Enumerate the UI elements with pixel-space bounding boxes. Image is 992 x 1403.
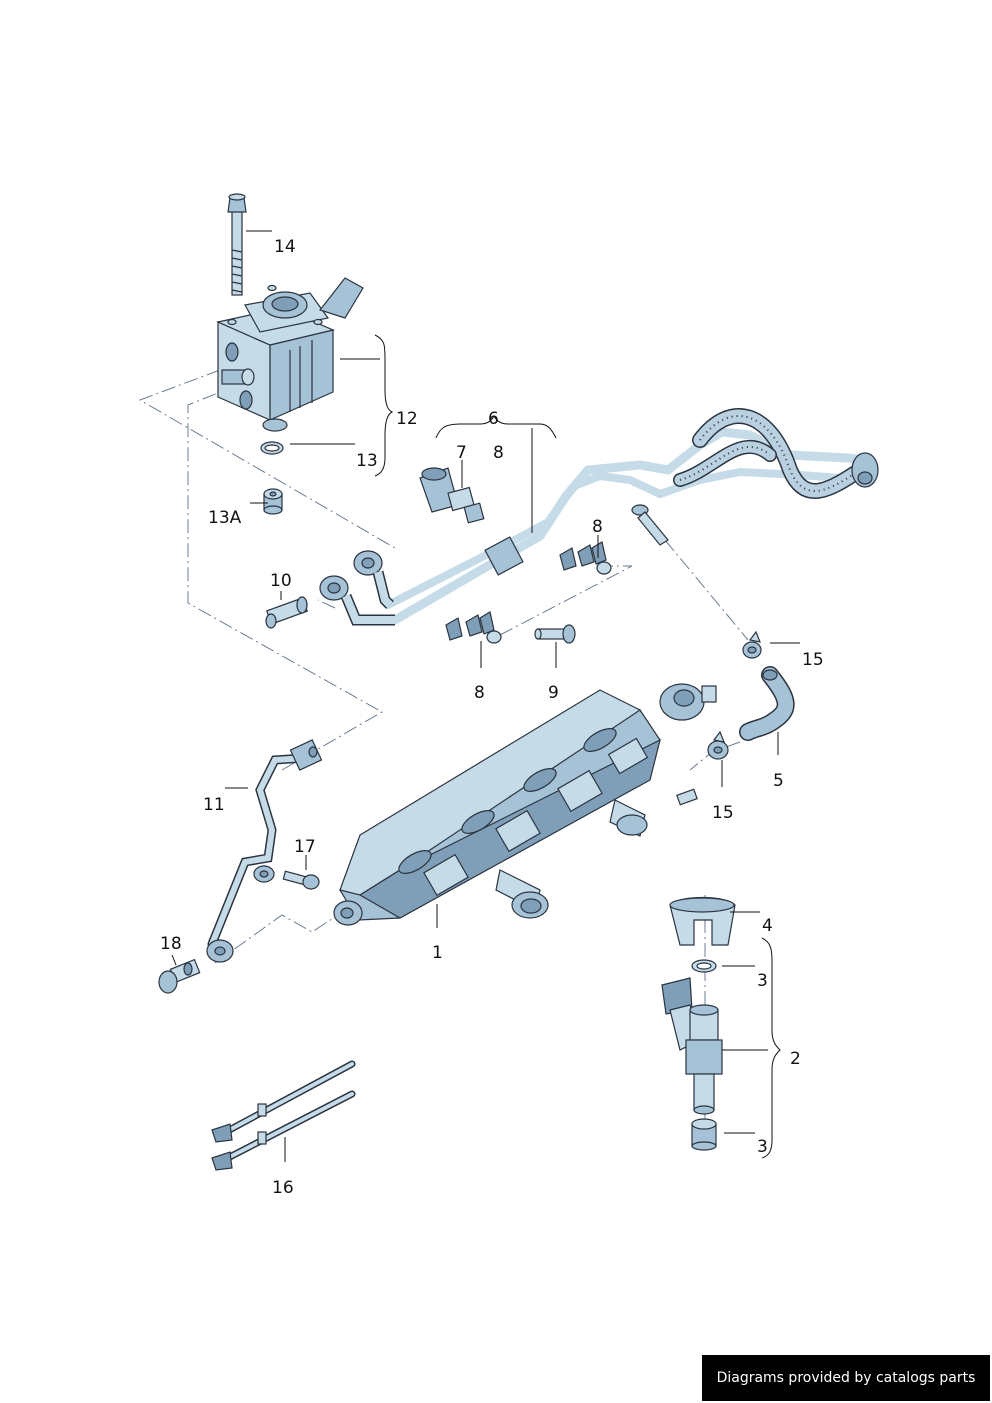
callout-18: 18 — [160, 934, 182, 954]
callout-8-top: 8 — [493, 443, 504, 463]
callout-7: 7 — [456, 443, 467, 463]
callout-8-right: 8 — [592, 517, 603, 537]
callout-13A: 13A — [208, 508, 242, 528]
callout-11: 11 — [203, 795, 225, 815]
callout-1: 1 — [432, 943, 443, 963]
callout-16: 16 — [272, 1178, 294, 1198]
callout-15-lower: 15 — [712, 803, 734, 823]
leader-lines — [171, 230, 800, 1162]
hose-clamp-part-15-lower[interactable] — [707, 730, 729, 760]
callout-3-lower: 3 — [757, 1137, 768, 1157]
callout-6: 6 — [488, 409, 499, 429]
clip-part-8-lower[interactable] — [445, 611, 502, 644]
banjo-bolt-part-18[interactable] — [158, 958, 201, 994]
sleeve-part-13A[interactable] — [263, 488, 283, 515]
fuel-rail-part-1[interactable] — [333, 683, 717, 926]
callout-9: 9 — [548, 683, 559, 703]
cable-tie-part-16[interactable] — [211, 1060, 356, 1171]
callout-8-bottom: 8 — [474, 683, 485, 703]
seal-part-3-upper[interactable] — [691, 959, 717, 973]
footer-credit: Diagrams provided by catalogs parts — [702, 1355, 990, 1401]
injector-part-2[interactable] — [661, 977, 723, 1115]
callout-17: 17 — [294, 837, 316, 857]
sleeve-part-10[interactable] — [265, 596, 309, 629]
callout-12: 12 — [396, 409, 418, 429]
bolt-part-9[interactable] — [534, 624, 576, 644]
hose-part-5[interactable] — [739, 666, 795, 741]
retainer-part-4[interactable] — [669, 896, 736, 946]
high-pressure-pump-part-12[interactable] — [216, 277, 364, 432]
clip-part-8-upper[interactable] — [559, 541, 612, 575]
hose-clamp-part-15-upper[interactable] — [742, 630, 762, 659]
bolt-part-17[interactable] — [282, 870, 320, 890]
pipe-part-11[interactable] — [206, 739, 323, 963]
callout-2: 2 — [790, 1049, 801, 1069]
fuel-line-part-6[interactable] — [319, 408, 879, 626]
callout-13: 13 — [356, 451, 378, 471]
callout-labels: 14 12 13 13A 6 7 8 8 10 15 8 9 5 11 15 1… — [160, 237, 824, 1198]
o-ring-part-13[interactable] — [260, 441, 284, 455]
bolt-part-14[interactable] — [227, 193, 247, 296]
callout-15-upper: 15 — [802, 650, 824, 670]
callout-3-upper: 3 — [757, 971, 768, 991]
callout-4: 4 — [762, 916, 773, 936]
callout-14: 14 — [274, 237, 296, 257]
callout-5: 5 — [773, 771, 784, 791]
seal-part-3-lower[interactable] — [691, 1118, 717, 1151]
pressure-sensor-part-7[interactable] — [419, 467, 485, 524]
callout-10: 10 — [270, 571, 292, 591]
